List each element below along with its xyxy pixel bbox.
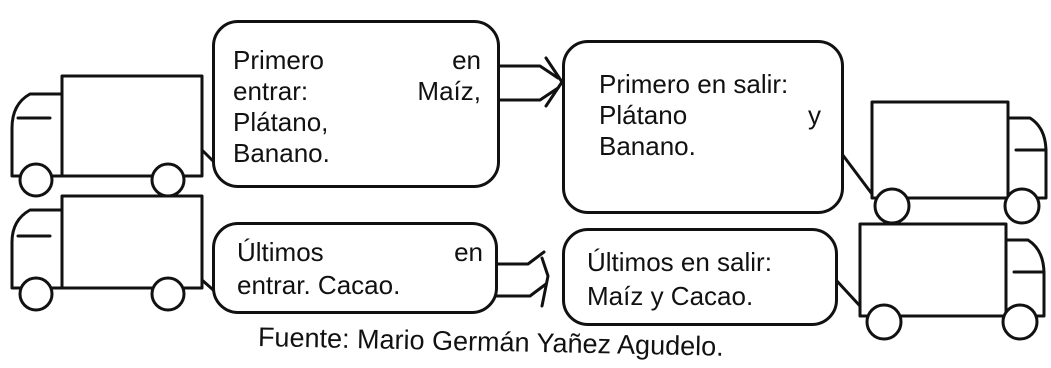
connector-bottom-right: [834, 278, 862, 308]
box-last-out: Últimos en salir: Maíz y Cacao.: [562, 228, 838, 326]
last-in-line2: entrar. Cacao.: [237, 270, 401, 300]
first-in-line4: Banano.: [233, 138, 330, 168]
first-out-line2: Plátano y: [599, 100, 821, 130]
last-out-line2: Maíz y Cacao.: [587, 281, 754, 311]
last-out-line1: Últimos en salir:: [587, 247, 772, 277]
box-first-in: Primero en entrar: Maíz, Plátano, Banano…: [212, 20, 500, 188]
truck-bottom-left-icon: [10, 194, 204, 312]
box-last-in: Últimos en entrar. Cacao.: [212, 222, 498, 314]
first-in-line1: Primero en: [233, 45, 481, 75]
first-in-line3: Plátano,: [233, 107, 329, 137]
arrow-bottom-icon: [494, 250, 550, 308]
first-in-line2: entrar: Maíz,: [233, 76, 481, 106]
arrow-top-icon: [496, 56, 564, 108]
first-out-line3: Banano.: [599, 131, 696, 161]
connector-top-right: [840, 152, 874, 196]
box-first-out: Primero en salir: Plátano y Banano.: [562, 40, 844, 214]
first-out-line1: Primero en salir:: [599, 69, 789, 99]
truck-top-right-icon: [870, 100, 1048, 225]
truck-bottom-right-icon: [858, 222, 1046, 341]
last-in-line1: Últimos en: [237, 237, 483, 267]
truck-top-left-icon: [10, 74, 204, 198]
